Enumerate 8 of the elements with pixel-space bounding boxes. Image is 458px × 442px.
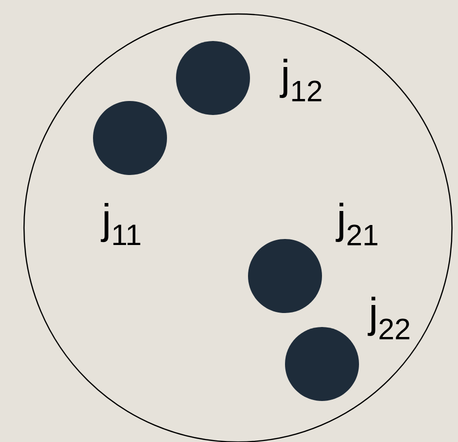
dot — [176, 41, 250, 115]
dot — [248, 239, 322, 313]
dot — [285, 327, 359, 401]
dot-label: j$_{22}$ — [368, 296, 410, 340]
dot-label: j$_{11}$ — [100, 202, 140, 246]
dot-label: j$_{12}$ — [280, 58, 322, 102]
dot-label: j$_{21}$ — [336, 202, 378, 246]
dot — [93, 101, 167, 175]
